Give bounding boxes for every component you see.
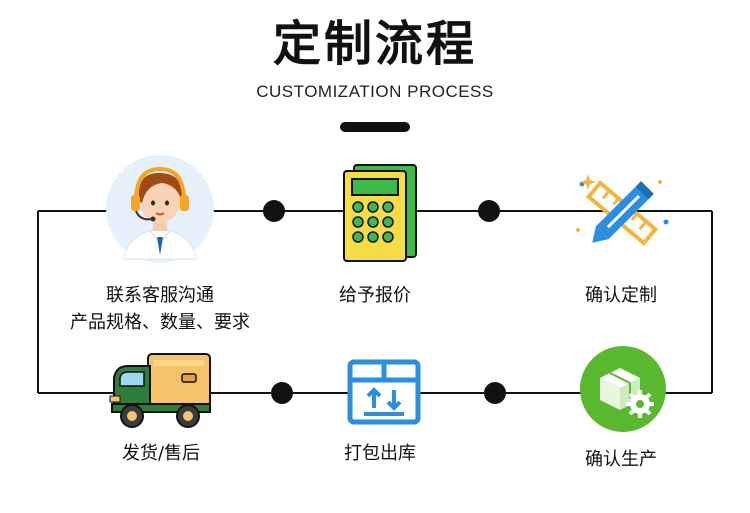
step-4-label: 确认生产 — [585, 449, 657, 470]
pencil-ruler-icon — [572, 170, 672, 260]
step-1-label: 联系客服沟通 产品规格、数量、要求 — [60, 282, 260, 336]
title-underline — [340, 122, 410, 132]
connector-dot — [271, 382, 293, 404]
connector-dot — [484, 382, 506, 404]
step-1-title: 联系客服沟通 — [106, 285, 214, 306]
calculator-icon — [340, 163, 420, 267]
connector-dot — [263, 200, 285, 222]
connector-dot — [478, 200, 500, 222]
delivery-truck-icon — [108, 348, 214, 436]
step-2-label: 给予报价 — [339, 285, 411, 306]
customer-service-icon — [106, 155, 214, 267]
step-6-label: 发货/售后 — [121, 443, 201, 464]
page-title: 定制流程 — [272, 16, 477, 72]
step-1-subtitle: 产品规格、数量、要求 — [70, 312, 250, 333]
package-box-icon — [346, 354, 422, 434]
page-subtitle: CUSTOMIZATION PROCESS — [256, 82, 494, 101]
production-box-icon — [580, 346, 666, 436]
step-3-label: 确认定制 — [585, 285, 657, 306]
step-5-label: 打包出库 — [344, 443, 416, 464]
